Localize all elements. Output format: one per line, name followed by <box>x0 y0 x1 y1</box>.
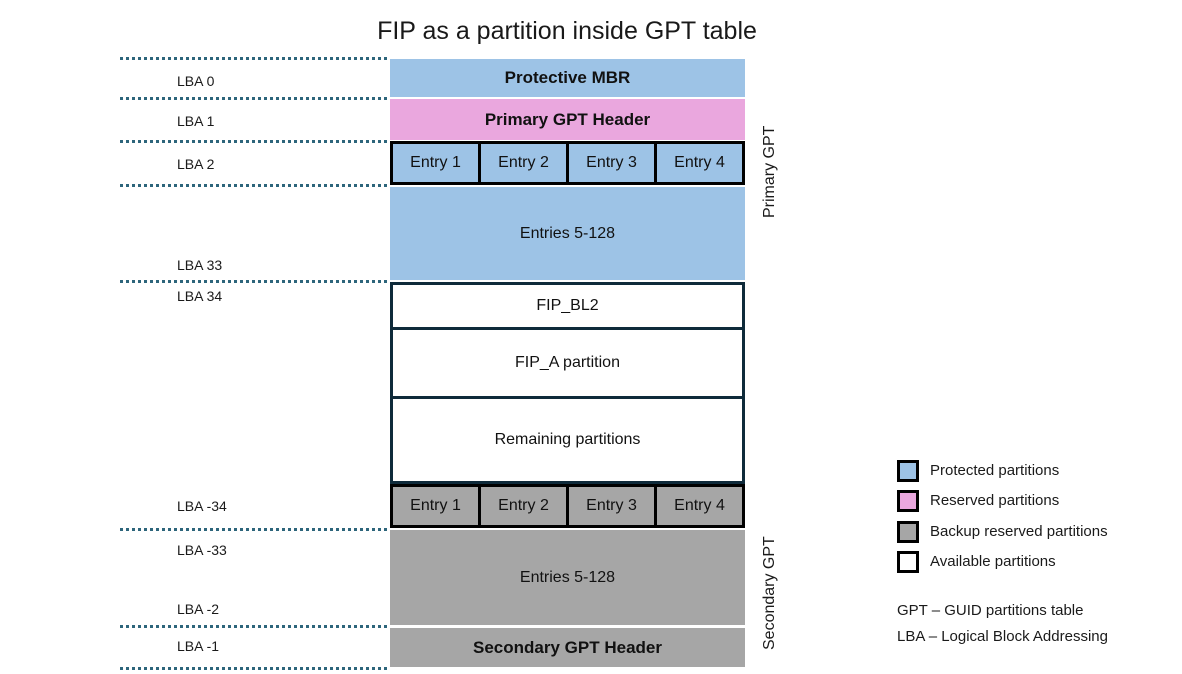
lba-label-neg33: LBA -33 <box>177 542 227 558</box>
legend-item-available: Available partitions <box>897 550 1056 573</box>
abbrev-lba: LBA – Logical Block Addressing <box>897 628 1108 645</box>
dotted-line <box>120 528 390 531</box>
primary-entry-row: Entry 1 Entry 2 Entry 3 Entry 4 <box>390 141 745 185</box>
block-fip-bl2: FIP_BL2 <box>390 282 745 330</box>
legend-item-protected: Protected partitions <box>897 459 1059 482</box>
block-fip-a-partition: FIP_A partition <box>390 327 745 399</box>
legend-swatch-reserved <box>897 489 919 512</box>
legend-label-protected: Protected partitions <box>930 462 1060 479</box>
dotted-line <box>120 97 390 100</box>
lba-label-33: LBA 33 <box>177 257 223 273</box>
secondary-gpt-side-label: Secondary GPT <box>761 536 778 650</box>
secondary-entry-row: Entry 1 Entry 2 Entry 3 Entry 4 <box>390 484 745 528</box>
block-secondary-entries-5-128: Entries 5-128 <box>390 530 745 625</box>
diagram-title: FIP as a partition inside GPT table <box>377 17 757 45</box>
secondary-entry-1: Entry 1 <box>390 484 481 528</box>
legend-swatch-backup <box>897 520 919 543</box>
primary-entry-4: Entry 4 <box>654 141 745 185</box>
dotted-line <box>120 667 390 670</box>
legend-item-backup: Backup reserved partitions <box>897 520 1108 543</box>
lba-label-neg34: LBA -34 <box>177 498 227 514</box>
secondary-entry-3: Entry 3 <box>566 484 657 528</box>
legend-swatch-protected <box>897 459 919 482</box>
lba-label-34: LBA 34 <box>177 288 223 304</box>
dotted-line <box>120 625 390 628</box>
legend-label-reserved: Reserved partitions <box>930 492 1060 509</box>
legend-label-backup: Backup reserved partitions <box>930 523 1108 540</box>
legend-item-reserved: Reserved partitions <box>897 489 1059 512</box>
primary-entry-3: Entry 3 <box>566 141 657 185</box>
legend-swatch-available <box>897 550 919 573</box>
block-protective-mbr: Protective MBR <box>390 59 745 97</box>
block-remaining-partitions: Remaining partitions <box>390 396 745 484</box>
lba-label-1: LBA 1 <box>177 113 215 129</box>
dotted-line <box>120 280 390 283</box>
dotted-line <box>120 140 390 143</box>
lba-label-neg2: LBA -2 <box>177 601 220 617</box>
dotted-line <box>120 184 390 187</box>
block-secondary-gpt-header: Secondary GPT Header <box>390 628 745 667</box>
secondary-entry-4: Entry 4 <box>654 484 745 528</box>
dotted-line <box>120 57 390 60</box>
abbrev-gpt: GPT – GUID partitions table <box>897 602 1084 619</box>
lba-label-0: LBA 0 <box>177 73 215 89</box>
legend-label-available: Available partitions <box>930 553 1056 570</box>
primary-entry-2: Entry 2 <box>478 141 569 185</box>
lba-label-neg1: LBA -1 <box>177 638 220 654</box>
block-primary-entries-5-128: Entries 5-128 <box>390 187 745 280</box>
lba-label-2: LBA 2 <box>177 156 215 172</box>
secondary-entry-2: Entry 2 <box>478 484 569 528</box>
primary-entry-1: Entry 1 <box>390 141 481 185</box>
primary-gpt-side-label: Primary GPT <box>761 125 778 218</box>
block-primary-gpt-header: Primary GPT Header <box>390 99 745 140</box>
